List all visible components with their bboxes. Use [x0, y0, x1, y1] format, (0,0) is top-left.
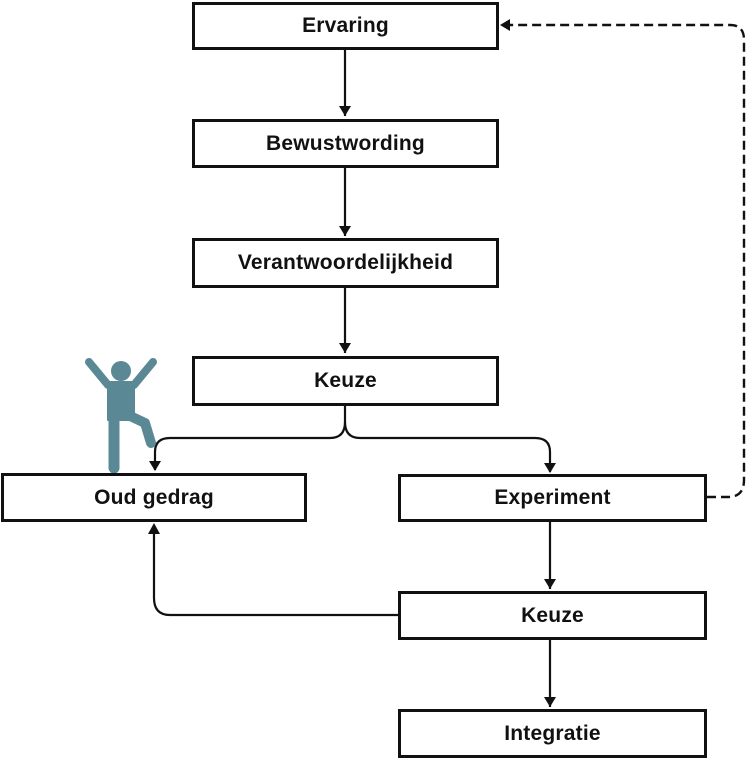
- node-label: Keuze: [314, 369, 377, 392]
- node-label: Keuze: [521, 603, 584, 627]
- arrowhead: [544, 463, 556, 473]
- edge-keuze-oud-gedrag: [153, 405, 347, 470]
- node-label: Experiment: [494, 486, 611, 509]
- node-label: Ervaring: [302, 14, 389, 37]
- node-verantwoordelijkheid: Verantwoordelijkheid: [192, 238, 499, 288]
- node-keuze-2: Keuze: [398, 591, 707, 640]
- arrowhead: [544, 579, 556, 589]
- arrowhead: [339, 343, 351, 353]
- arrowhead: [148, 523, 160, 534]
- node-ervaring: Ervaring: [192, 2, 499, 50]
- edge-experiment-ervaring-dashed: [510, 23, 746, 499]
- arrowhead: [339, 106, 351, 116]
- node-experiment: Experiment: [398, 474, 707, 522]
- node-keuze-1: Keuze: [192, 356, 499, 406]
- edge-keuze-experiment: [343, 421, 552, 472]
- node-bewustwording: Bewustwording: [192, 119, 499, 168]
- person-dancing-icon: [85, 358, 157, 474]
- node-label: Integratie: [504, 721, 601, 745]
- edge-keuze2-oud-gedrag: [152, 530, 399, 617]
- node-label: Oud gedrag: [94, 485, 214, 509]
- node-label: Bewustwording: [266, 131, 425, 155]
- arrowhead: [500, 19, 510, 31]
- arrowhead: [544, 697, 556, 707]
- arrowhead: [149, 461, 161, 471]
- arrowhead: [339, 226, 351, 236]
- node-integratie: Integratie: [398, 709, 707, 758]
- node-label: Verantwoordelijkheid: [237, 251, 454, 274]
- node-oud-gedrag: Oud gedrag: [1, 473, 307, 522]
